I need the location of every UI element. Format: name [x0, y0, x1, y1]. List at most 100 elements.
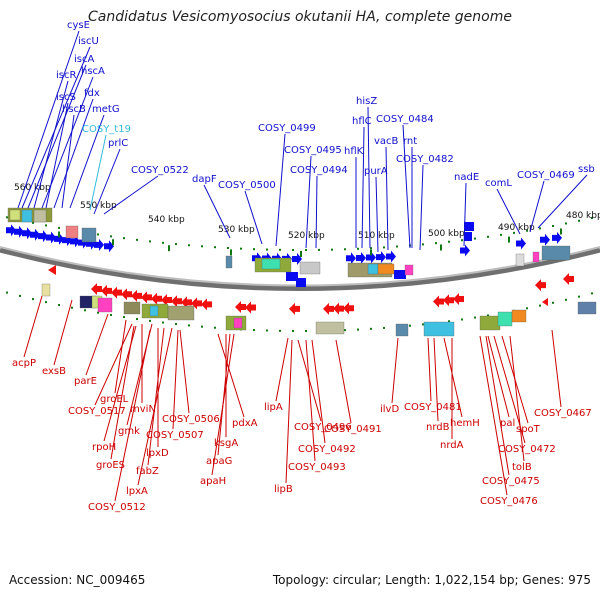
- forward-gene-arrow: [46, 231, 56, 244]
- gene-label-cosy-0467: COSY_0467: [534, 408, 592, 419]
- gene-label-hflc: hflC: [352, 116, 372, 127]
- upper-scale-dot: [58, 226, 60, 229]
- upper-scale-dot: [188, 244, 190, 247]
- reverse-gene-arrow: [333, 302, 344, 315]
- lower-scale-dot: [19, 294, 21, 297]
- reverse-gene-arrow: [343, 302, 354, 315]
- gene-label-nade: nadE: [454, 172, 479, 183]
- gene-label-cosy-0472: COSY_0472: [498, 444, 556, 455]
- reverse-gene-arrow: [245, 301, 256, 314]
- upper-scale-dot: [123, 237, 125, 240]
- bottom-leader-line: [53, 299, 73, 366]
- gene-label-cosy-0484: COSY_0484: [376, 114, 434, 125]
- lower-scale-dot: [383, 326, 385, 329]
- reverse-gene-arrow: [235, 300, 246, 313]
- gene-label-hisz: hisZ: [356, 96, 377, 107]
- lower-scale-dot: [591, 292, 593, 295]
- gene-label-rnt: rnt: [403, 136, 417, 147]
- forward-gene-arrow: [94, 238, 104, 251]
- gene-label-iscu: iscU: [78, 36, 99, 47]
- gene-label-ssb: ssb: [578, 164, 595, 175]
- reverse-cog-block: [315, 321, 345, 335]
- top-leader-line: [419, 164, 424, 251]
- bottom-leader-line: [487, 335, 510, 418]
- reverse-cog-block: [395, 323, 409, 337]
- lower-scale-dot: [84, 309, 86, 312]
- reverse-gene-arrow: [453, 293, 464, 305]
- gene-label-hscb: hscB: [62, 104, 86, 115]
- lower-scale-dot: [539, 304, 541, 307]
- reverse-cog-block: [97, 297, 113, 313]
- forward-gene-arrow: [292, 252, 302, 265]
- gene-label-cosy-0482: COSY_0482: [396, 154, 454, 165]
- top-leader-line: [244, 190, 263, 245]
- bottom-leader-line: [85, 313, 109, 376]
- top-leader-line: [61, 114, 75, 209]
- forward-gene-block: [296, 278, 306, 287]
- gene-label-pura: purA: [364, 166, 388, 177]
- gene-label-cosy-0476: COSY_0476: [480, 496, 538, 507]
- reverse-gene-arrow: [191, 297, 202, 310]
- top-leader-line: [529, 180, 545, 233]
- lower-scale-dot: [175, 323, 177, 326]
- gene-label-cosy-0494: COSY_0494: [290, 165, 348, 176]
- upper-scale-dot: [578, 219, 580, 222]
- reverse-gene-arrow: [542, 298, 548, 306]
- reverse-gene-arrow: [131, 289, 142, 302]
- gene-label-exsb: exsB: [42, 366, 66, 377]
- top-leader-line: [45, 102, 69, 209]
- scale-major-tick: [370, 249, 372, 256]
- upper-scale-dot: [305, 248, 307, 251]
- forward-cog-block: [261, 258, 281, 270]
- upper-scale-dot: [344, 248, 346, 251]
- gene-label-cosy-0507: COSY_0507: [146, 430, 204, 441]
- reverse-gene-arrow: [48, 265, 56, 275]
- upper-scale-dot: [201, 245, 203, 248]
- upper-scale-dot: [513, 231, 515, 234]
- reverse-cog-block: [41, 283, 51, 297]
- upper-scale-dot: [396, 245, 398, 248]
- upper-scale-dot: [292, 248, 294, 251]
- gene-label-lipa: lipA: [264, 402, 283, 413]
- bottom-leader-line: [305, 339, 316, 462]
- gene-label-prlc: prlC: [108, 138, 128, 149]
- kbp-scale-label: 530 kbp: [218, 225, 255, 235]
- kbp-scale-label: 510 kbp: [358, 231, 395, 241]
- reverse-gene-arrow: [323, 302, 334, 315]
- bottom-leader-line: [433, 337, 439, 422]
- lower-scale-dot: [136, 318, 138, 321]
- lower-scale-dot: [474, 316, 476, 319]
- gene-label-hsca: hscA: [81, 66, 105, 77]
- top-leader-line: [537, 174, 588, 229]
- gene-label-rpoh: rpoH: [92, 442, 116, 453]
- upper-scale-dot: [357, 247, 359, 250]
- top-leader-line: [305, 155, 312, 249]
- forward-gene-block: [464, 222, 474, 231]
- gene-label-nrda: nrdA: [440, 440, 464, 451]
- gene-label-ksga: ksgA: [214, 438, 238, 449]
- bottom-leader-line: [391, 337, 399, 404]
- upper-scale-dot: [97, 233, 99, 236]
- lower-scale-dot: [149, 319, 151, 322]
- lower-scale-dot: [565, 298, 567, 301]
- forward-gene-block: [464, 232, 472, 241]
- bottom-leader-line: [509, 335, 525, 462]
- gene-label-vacb: vacB: [374, 136, 399, 147]
- lower-scale-dot: [357, 328, 359, 331]
- gene-label-acpp: acpP: [12, 358, 36, 369]
- gene-label-cosy-0495: COSY_0495: [284, 145, 342, 156]
- gene-label-cosy-0492: COSY_0492: [298, 444, 356, 455]
- gene-label-hemh: hemH: [450, 418, 480, 429]
- top-leader-line: [103, 175, 159, 215]
- upper-scale-dot: [591, 217, 593, 220]
- gene-label-apah: apaH: [200, 476, 226, 487]
- genome-backbone-shadow: [0, 247, 600, 291]
- bottom-leader-line: [217, 333, 231, 456]
- lower-scale-dot: [487, 314, 489, 317]
- upper-scale-dot: [240, 247, 242, 250]
- gene-label-iscr: iscR: [56, 70, 76, 81]
- reverse-cog-block: [577, 301, 597, 315]
- top-leader-line: [17, 30, 80, 209]
- gene-label-coml: comL: [485, 178, 512, 189]
- gene-label-cosy-0493: COSY_0493: [288, 462, 346, 473]
